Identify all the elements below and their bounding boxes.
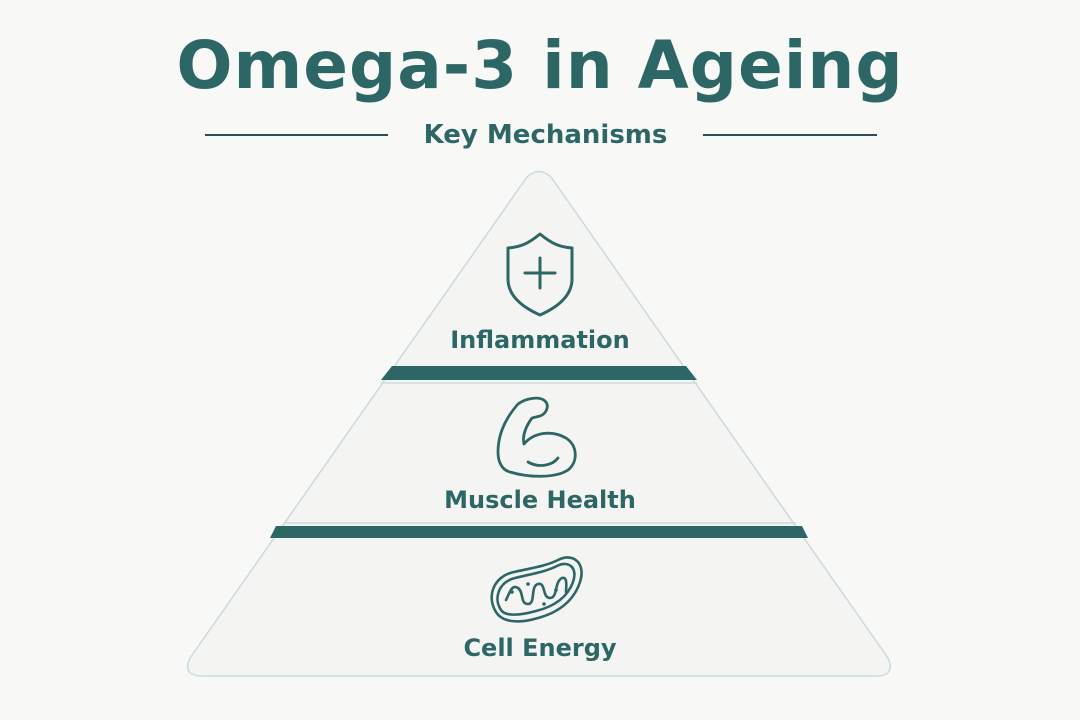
subtitle-rule-right	[703, 134, 877, 136]
diagram-subtitle: Key Mechanisms	[423, 120, 668, 150]
diagram-title: Omega-3 in Ageing	[176, 27, 904, 104]
tier-separator-middle	[270, 522, 808, 538]
tier-label-inflammation: Inflammation	[450, 326, 630, 354]
subtitle-rule-left	[205, 134, 388, 136]
tier-label-muscle-health: Muscle Health	[444, 486, 636, 514]
mitochondrion-icon	[490, 556, 583, 623]
shield-plus-icon	[506, 232, 574, 317]
subtitle-row: Key Mechanisms	[205, 116, 877, 154]
tier-label-cell-energy: Cell Energy	[463, 634, 617, 662]
tier-separator-top	[381, 366, 697, 384]
pyramid-shape	[187, 170, 891, 677]
flexed-bicep-icon	[496, 396, 577, 478]
